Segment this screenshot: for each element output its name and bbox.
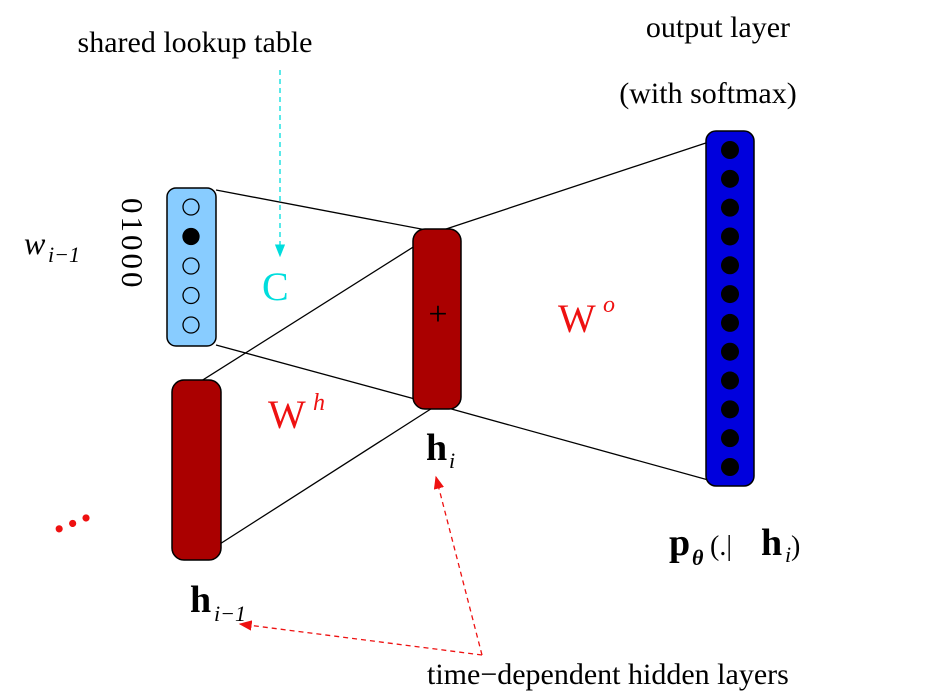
output-unit xyxy=(721,400,739,419)
shared-lookup-label: shared lookup table xyxy=(78,26,313,59)
connections xyxy=(197,134,731,559)
time-arrow-current xyxy=(433,475,483,656)
input-word-w: w xyxy=(24,225,46,261)
hidden-current-label: h i xyxy=(426,427,455,473)
conn-input-bottom xyxy=(215,344,438,406)
output-unit xyxy=(721,371,739,390)
output-weight-w: W xyxy=(558,296,596,341)
output-weight-label: W o xyxy=(558,292,615,341)
hidden-weight-label: W h xyxy=(268,390,325,437)
prob-close: ) xyxy=(791,531,800,562)
conn-input-top xyxy=(215,189,438,233)
prob-theta: θ xyxy=(692,545,704,570)
hidden-weight-sup: h xyxy=(313,390,325,416)
sum-symbol: + xyxy=(428,296,447,333)
conn-prev-top xyxy=(197,231,438,384)
output-unit xyxy=(721,169,739,188)
input-unit xyxy=(182,227,200,246)
output-unit xyxy=(721,285,739,304)
conn-output-top xyxy=(436,134,731,233)
conn-output-bottom xyxy=(436,404,731,487)
output-layer xyxy=(705,130,755,487)
prob-args: (.| xyxy=(710,531,732,562)
output-weight-sup: o xyxy=(603,292,615,318)
hidden-layer-current xyxy=(412,228,462,410)
prob-p: p xyxy=(669,522,690,564)
output-unit xyxy=(721,342,739,361)
input-unit xyxy=(182,257,200,275)
output-layer-sublabel: (with softmax) xyxy=(619,77,796,110)
input-unit xyxy=(182,316,200,334)
lookup-matrix-label: C xyxy=(262,264,289,309)
output-prob-label: p θ (.| h i ) xyxy=(669,522,800,570)
output-units xyxy=(721,141,739,476)
time-arrow-prev xyxy=(238,620,483,656)
input-unit xyxy=(182,198,200,216)
output-unit xyxy=(721,313,739,332)
hidden-prev-h: h xyxy=(190,579,211,621)
prob-h: h xyxy=(761,522,782,564)
output-layer-label: output layer xyxy=(646,11,790,44)
time-dependent-label: time−dependent hidden layers xyxy=(427,658,789,691)
output-unit xyxy=(721,227,739,246)
output-unit xyxy=(721,256,739,275)
hidden-layer-prev xyxy=(171,379,222,561)
conn-prev-bottom xyxy=(197,404,438,559)
input-unit xyxy=(182,286,200,305)
input-units xyxy=(182,198,200,334)
hidden-prev-label: h i−1 xyxy=(190,579,246,626)
hidden-current-h: h xyxy=(426,427,447,469)
input-word-label: w i−1 xyxy=(24,225,80,267)
hidden-current-subscript: i xyxy=(449,448,455,473)
output-unit xyxy=(721,458,739,476)
output-unit xyxy=(721,198,739,217)
hidden-weight-w: W xyxy=(268,392,306,437)
prob-h-subscript: i xyxy=(785,542,791,567)
input-word-subscript: i−1 xyxy=(48,242,80,267)
input-bits: 01000 xyxy=(115,198,150,291)
output-unit xyxy=(721,141,739,159)
input-vector xyxy=(166,187,217,347)
output-unit xyxy=(721,429,739,448)
ellipsis-dots: ••• xyxy=(48,500,101,547)
hidden-prev-subscript: i−1 xyxy=(214,601,246,626)
